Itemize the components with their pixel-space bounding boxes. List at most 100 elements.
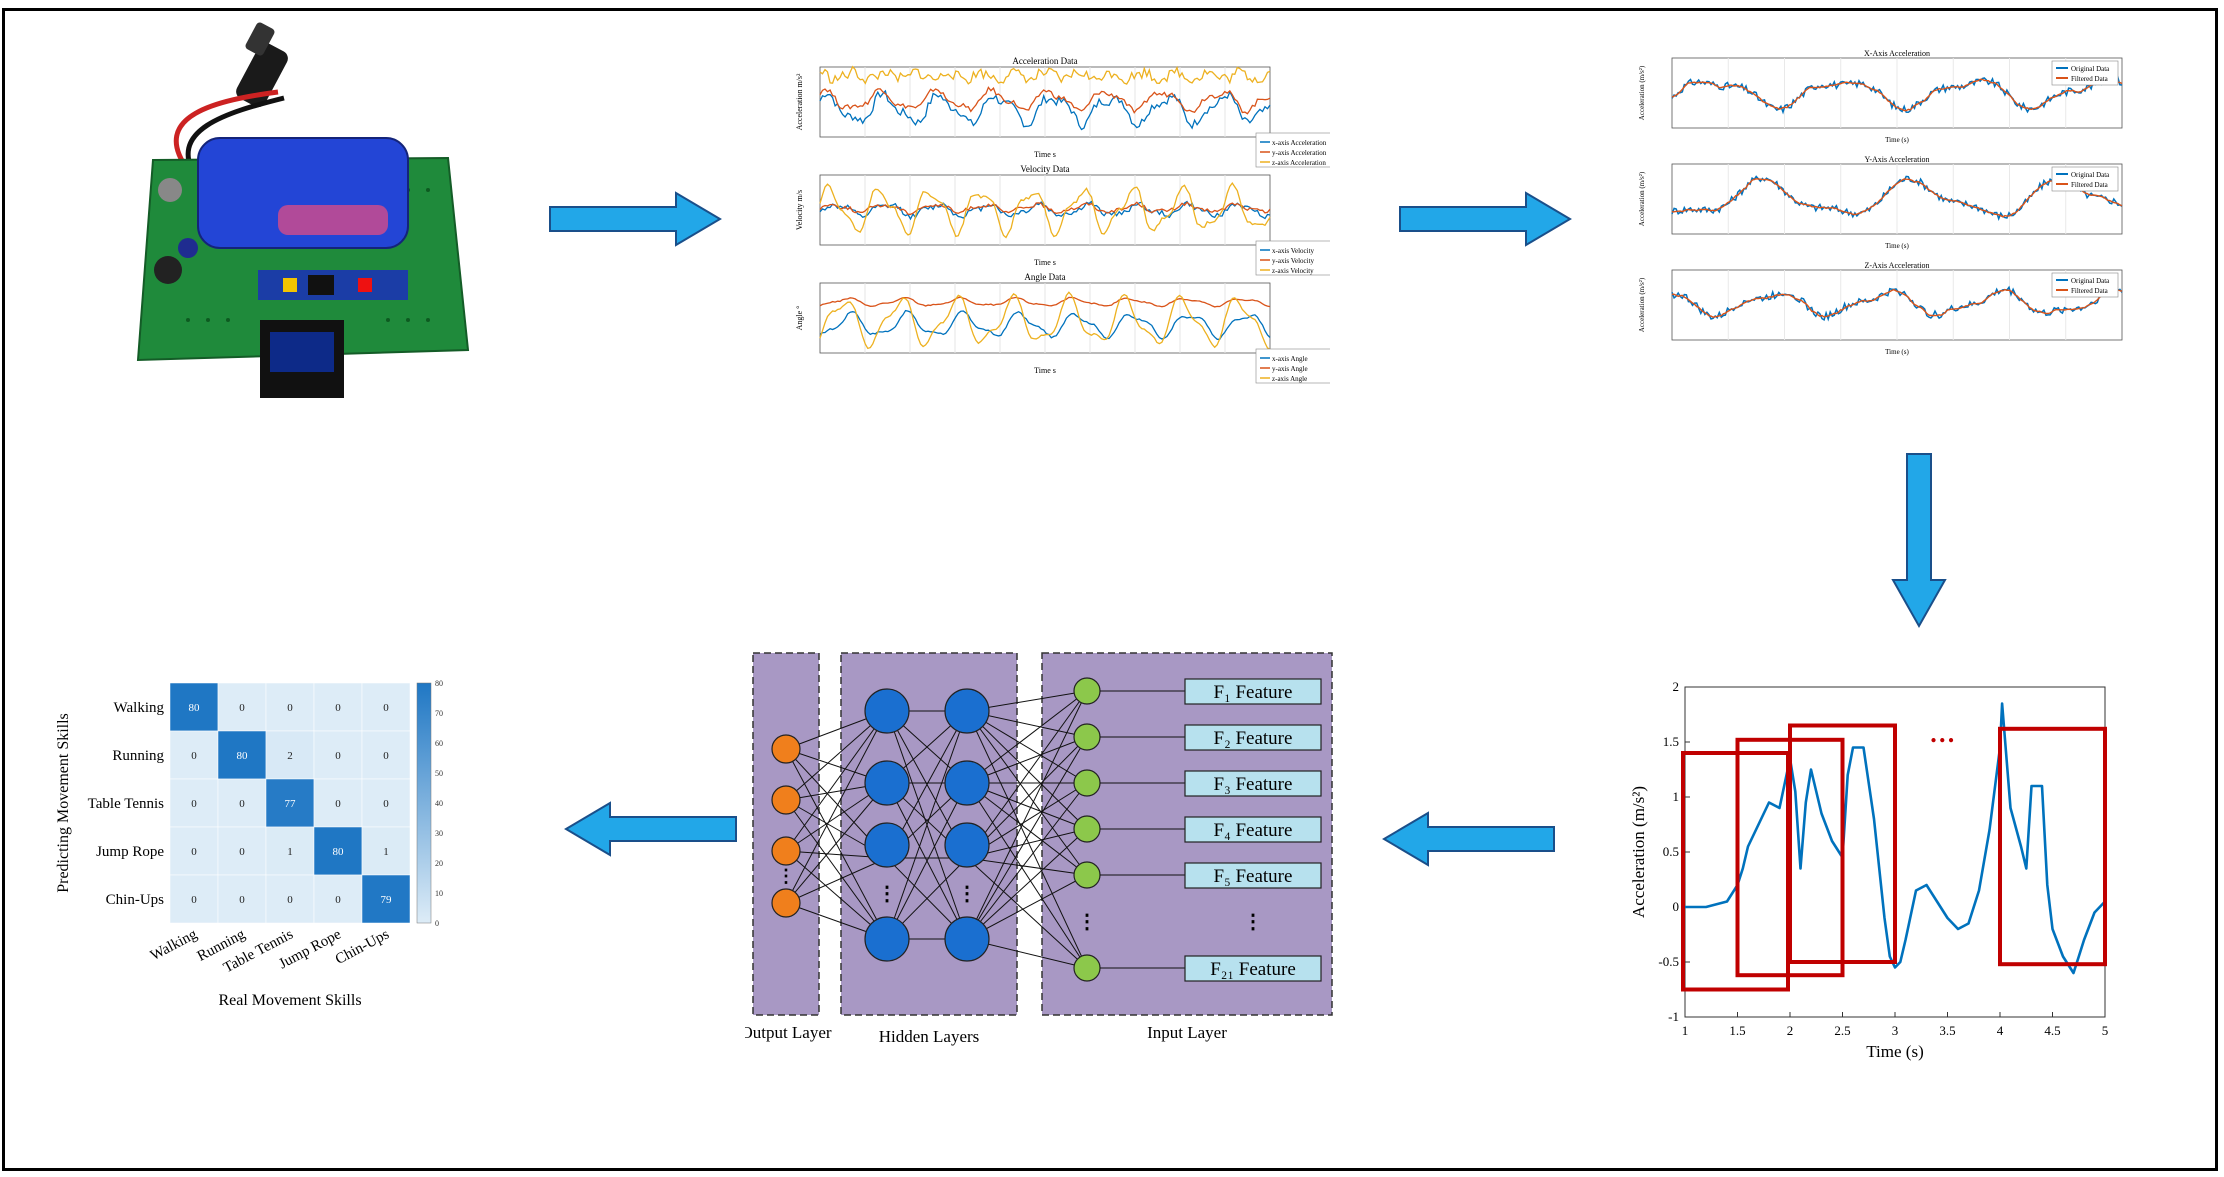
x-tick-label: 1	[1682, 1023, 1689, 1038]
raw-series-line	[819, 181, 1271, 239]
connection	[785, 782, 888, 904]
y-tick-label: 0.5	[1663, 844, 1679, 859]
connection	[785, 857, 888, 904]
legend-label: z-axis Acceleration	[1272, 159, 1326, 167]
sliding-window-rect	[1788, 723, 1897, 964]
legend-label: x-axis Velocity	[1272, 247, 1315, 255]
filter-plot-title: X-Axis Acceleration	[1864, 49, 1930, 58]
legend-label: y-axis Acceleration	[1272, 149, 1327, 157]
cm-cell-value: 1	[383, 846, 389, 858]
legend-label: z-axis Angle	[1272, 375, 1307, 383]
legend-label: z-axis Velocity	[1272, 267, 1314, 275]
microcontroller-board-icon	[136, 22, 470, 398]
legend-label: Original Data	[2071, 171, 2110, 179]
feature-label: F₃ Feature	[1214, 774, 1293, 795]
connection	[886, 710, 968, 940]
x-tick-label: 2.5	[1834, 1023, 1850, 1038]
cm-cell	[313, 778, 363, 828]
filter-plot-title: Y-Axis Acceleration	[1864, 155, 1929, 164]
hidden-node	[864, 688, 910, 734]
cm-cell	[217, 826, 267, 876]
filtered-data-line	[1671, 78, 2123, 112]
arrow-right-2	[1399, 191, 1572, 247]
cm-row-label: Chin-Ups	[106, 892, 165, 908]
cm-cell-value: 0	[335, 894, 341, 906]
colorbar-tick-label: 50	[435, 769, 443, 778]
cm-cell-value: 0	[239, 846, 245, 858]
output-node	[771, 888, 801, 918]
input-node	[1073, 723, 1101, 751]
cm-col-label: Chin-Ups	[333, 926, 392, 968]
raw-plot-xlabel: Time s	[1034, 366, 1056, 375]
cm-cell	[361, 682, 411, 732]
filter-plot-ylabel: Acceleration (m/s²)	[1638, 171, 1646, 226]
legend-label: x-axis Angle	[1272, 355, 1308, 363]
x-tick-label: 4.5	[2044, 1023, 2060, 1038]
feature-box	[1184, 955, 1322, 982]
feature-label: F₅ Feature	[1214, 866, 1293, 887]
output-node	[771, 836, 801, 866]
raw-series-line	[819, 309, 1271, 340]
chart-ylabel: Acceleration (m/s²)	[1629, 786, 1648, 918]
raw-plot-ylabel: Angle °	[795, 306, 804, 331]
cm-cell-value: 0	[191, 798, 197, 810]
filter-plot-title: Z-Axis Acceleration	[1864, 261, 1929, 270]
cm-cell-value: 80	[237, 750, 249, 762]
x-tick-label: 3	[1892, 1023, 1899, 1038]
x-tick-label: 3.5	[1939, 1023, 1955, 1038]
raw-plot-ylabel: Acceleration m/s²	[795, 73, 804, 130]
arrow-right-1	[549, 191, 722, 247]
legend-box	[2051, 272, 2119, 298]
arrow-left-2	[564, 801, 737, 857]
cm-row-label: Walking	[114, 700, 165, 716]
cm-cell-value: 77	[285, 798, 297, 810]
legend-label: Filtered Data	[2071, 75, 2109, 83]
cm-row-label: Table Tennis	[88, 796, 165, 812]
connection	[785, 710, 888, 852]
cm-cell-value: 80	[189, 702, 201, 714]
filtered-data-line	[1672, 178, 2123, 218]
cm-cell	[361, 826, 411, 876]
feature-label: F₂ Feature	[1214, 728, 1293, 749]
raw-plot-legend: x-axis Angle y-axis Angle z-axis Angle	[1255, 348, 1337, 384]
colorbar-tick-label: 40	[435, 799, 443, 808]
legend-label: Original Data	[2071, 65, 2110, 73]
raw-series-line	[819, 86, 1271, 115]
cm-cell	[361, 778, 411, 828]
raw-series-line	[819, 296, 1271, 308]
input-node	[1073, 954, 1101, 982]
hidden-ellipsis: ⋮	[877, 883, 897, 905]
filter-plot-xlabel: Time (s)	[1885, 136, 1909, 144]
cm-col-label: Walking	[148, 926, 200, 964]
cm-cell-value: 0	[287, 702, 293, 714]
raw-plot-title: Velocity Data	[1020, 164, 1069, 174]
filter-plot-ylabel: Acceleration (m/s²)	[1638, 277, 1646, 332]
legend-label: y-axis Angle	[1272, 365, 1308, 373]
colorbar-tick-label: 10	[435, 889, 443, 898]
colorbar-tick-label: 30	[435, 829, 443, 838]
feature-label: F₁ Feature	[1214, 682, 1293, 703]
connection	[785, 748, 888, 940]
hidden-node	[944, 822, 990, 868]
y-tick-label: -1	[1668, 1009, 1679, 1024]
cm-cell-value: 2	[287, 750, 293, 762]
cm-cell	[265, 826, 315, 876]
chart-xlabel: Time (s)	[1866, 1042, 1923, 1061]
connection	[966, 782, 1088, 940]
cm-cell	[169, 778, 219, 828]
connection	[785, 799, 888, 940]
y-tick-label: 2	[1673, 679, 1680, 694]
filter-plot-ylabel: Acceleration (m/s²)	[1638, 65, 1646, 120]
raw-plot-xlabel: Time s	[1034, 150, 1056, 159]
filter-plot-xlabel: Time (s)	[1885, 242, 1909, 250]
raw-series-line	[819, 65, 1271, 85]
cm-cell-value: 0	[191, 846, 197, 858]
y-tick-label: 1.5	[1663, 734, 1679, 749]
cm-row-label: Jump Rope	[96, 844, 164, 860]
